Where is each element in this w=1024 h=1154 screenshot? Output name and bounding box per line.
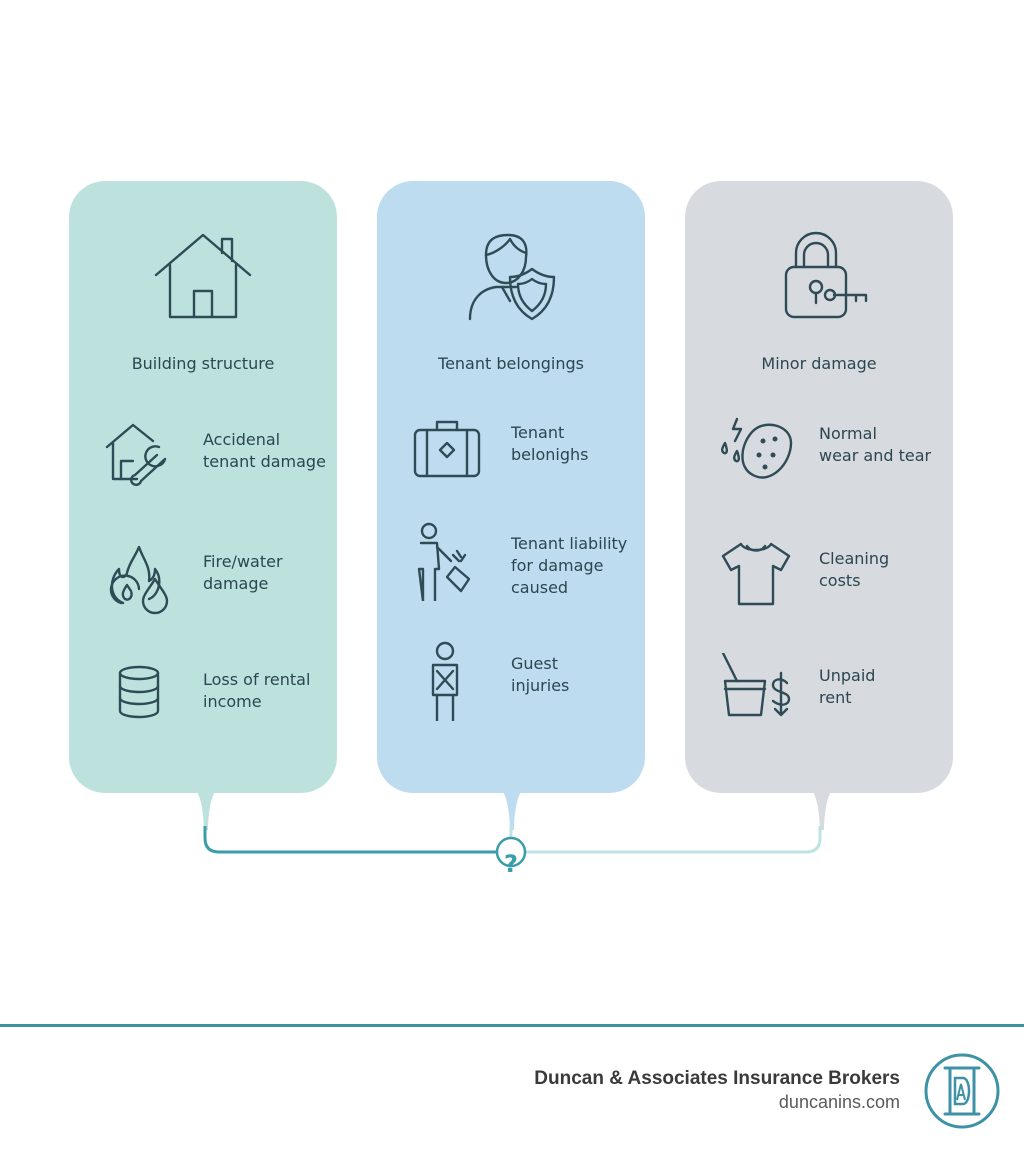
item-label: Tenant liability for damage caused	[511, 534, 628, 597]
column-building-structure: Building structure Accidenal tenant dama…	[69, 181, 337, 793]
list-item: Cleaning costs	[685, 536, 953, 626]
list-item: Unpaid rent	[685, 653, 953, 743]
item-label: Normal wear and tear	[819, 424, 932, 465]
column-title: Tenant belongings	[438, 354, 584, 373]
person-breaking-icon	[417, 522, 471, 601]
question-node	[495, 836, 527, 868]
injured-person-icon	[431, 641, 459, 721]
list-item: Guest injuries	[377, 641, 645, 731]
list-item: Fire/water damage	[69, 539, 337, 629]
brand-url[interactable]: duncanins.com	[778, 1092, 900, 1112]
coin-stack-icon	[118, 665, 160, 719]
list-item: Normal wear and tear	[685, 411, 953, 501]
item-label: Accidenal tenant damage	[203, 430, 326, 471]
column-tail	[792, 780, 852, 830]
house-icon	[154, 233, 252, 319]
list-item: Tenant liability for damage caused	[377, 521, 645, 611]
item-label: Unpaid rent	[819, 666, 876, 707]
item-label: Loss of rental income	[203, 670, 311, 711]
brand-logo-icon	[924, 1053, 1000, 1129]
suitcase-icon	[413, 420, 481, 478]
fire-water-icon	[109, 545, 169, 615]
column-title: Building structure	[131, 354, 275, 373]
item-label: Tenant belonighs	[511, 423, 589, 464]
list-item: Loss of rental income	[69, 657, 337, 747]
padlock-key-icon	[784, 231, 868, 319]
column-title: Minor damage	[761, 354, 877, 373]
column-tail	[176, 780, 236, 830]
house-wrench-icon	[105, 423, 167, 487]
brand-name: Duncan & Associates Insurance Brokers	[534, 1068, 900, 1089]
sponge-icon	[721, 417, 793, 479]
footer-divider	[0, 1024, 1024, 1027]
bucket-dollar-icon	[721, 653, 791, 717]
item-label: Guest injuries	[511, 654, 570, 695]
person-shield-icon	[468, 233, 556, 321]
column-tenant-belongings: Tenant belongings Tenant belonighs Tenan…	[377, 181, 645, 793]
tshirt-icon	[721, 542, 791, 606]
column-minor-damage: Minor damage Normal wear and tear Cleani…	[685, 181, 953, 793]
item-label: Fire/water damage	[203, 552, 283, 593]
column-tail	[482, 780, 542, 830]
list-item: Tenant belonighs	[377, 410, 645, 500]
connector-line: ?	[203, 826, 822, 878]
item-label: Cleaning costs	[819, 549, 890, 590]
list-item: Accidenal tenant damage	[69, 417, 337, 507]
question-mark: ?	[504, 850, 518, 878]
coverage-diagram: ? Building structure Accidenal tenant da…	[69, 181, 953, 878]
